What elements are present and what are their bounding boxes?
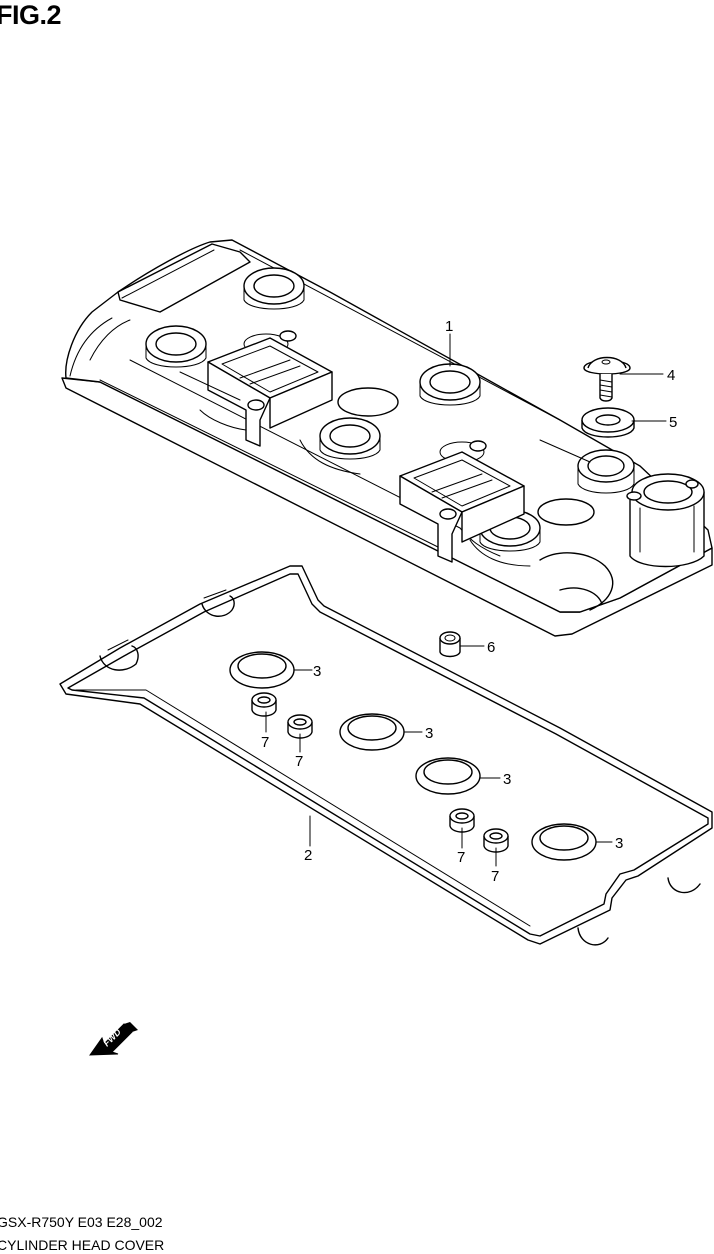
callout-3b: 3 — [425, 725, 433, 742]
bolt-seal-washer[interactable] — [581, 407, 635, 438]
cover-end-tower — [626, 473, 705, 568]
plug-hole-gasket-a[interactable] — [229, 651, 295, 689]
section-name: CYLINDER HEAD COVER — [0, 1237, 165, 1253]
callout-1: 1 — [445, 318, 453, 335]
plug-hole-gasket-b[interactable] — [339, 713, 405, 751]
figure-title: FIG.2 — [0, 0, 62, 30]
seal-washer-b[interactable] — [287, 714, 313, 739]
head-cover-gasket[interactable] — [59, 565, 713, 946]
callout-7d: 7 — [491, 868, 499, 885]
callout-2: 2 — [304, 847, 312, 864]
plug-hole-gasket-d[interactable] — [531, 823, 597, 861]
seal-washer-d[interactable] — [483, 828, 509, 853]
cover-boss-1 — [243, 267, 305, 310]
breather-box-left — [207, 330, 333, 447]
cover-boss-2 — [145, 325, 207, 368]
cover-boss-3 — [419, 363, 481, 406]
cover-boss-4 — [319, 417, 381, 460]
cylinder-head-cover[interactable] — [61, 239, 713, 637]
callout-4: 4 — [667, 367, 675, 384]
plug-hole-gasket-c[interactable] — [415, 757, 481, 795]
seal-washer-a[interactable] — [251, 692, 277, 717]
callout-7c: 7 — [457, 849, 465, 866]
breather-box-right — [399, 440, 525, 563]
dowel-pin[interactable] — [439, 631, 461, 658]
cover-boss-5 — [577, 449, 635, 494]
callout-3c: 3 — [503, 771, 511, 788]
cover-bolt[interactable] — [583, 356, 631, 402]
forward-arrow-icon: FWD — [89, 1022, 138, 1056]
model-code: GSX-R750Y E03 E28_002 — [0, 1214, 163, 1230]
callout-5: 5 — [669, 414, 677, 431]
callout-7b: 7 — [295, 753, 303, 770]
leader-lines — [265, 333, 667, 867]
callout-6: 6 — [487, 639, 495, 656]
callout-7a: 7 — [261, 734, 269, 751]
callout-3d: 3 — [615, 835, 623, 852]
callout-3a: 3 — [313, 663, 321, 680]
